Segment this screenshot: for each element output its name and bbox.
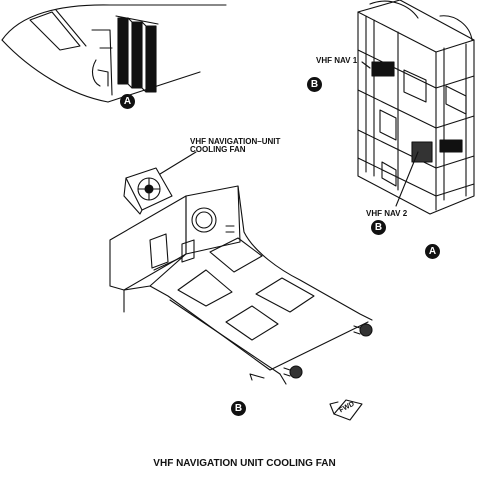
vhf-nav2-label: VHF NAV 2 [366, 209, 408, 218]
detail-marker-aircraft-a: A [120, 94, 135, 109]
fwd-arrow-icon [329, 399, 363, 421]
fan-leader-line [159, 151, 197, 175]
cooling-fan [123, 167, 173, 215]
nav2-leader-line [395, 151, 419, 207]
nav1-leader-line [361, 61, 371, 69]
figure-title: VHF NAVIGATION UNIT COOLING FAN [153, 458, 336, 469]
detail-marker-rack-b-bottom: B [371, 220, 386, 235]
detail-marker-rack-a: A [425, 244, 440, 259]
detail-marker-rack-b-top: B [307, 77, 322, 92]
fan-label-line2: COOLING FAN [190, 145, 246, 154]
vhf-nav1-label: VHF NAV 1 [316, 56, 358, 65]
detail-marker-tray-b: B [231, 401, 246, 416]
mounting-tray [109, 185, 373, 385]
equipment-rack [357, 0, 475, 215]
fan-label-line1: VHF NAVIGATION–UNIT [190, 137, 281, 146]
aircraft-nose-view [1, 4, 227, 103]
